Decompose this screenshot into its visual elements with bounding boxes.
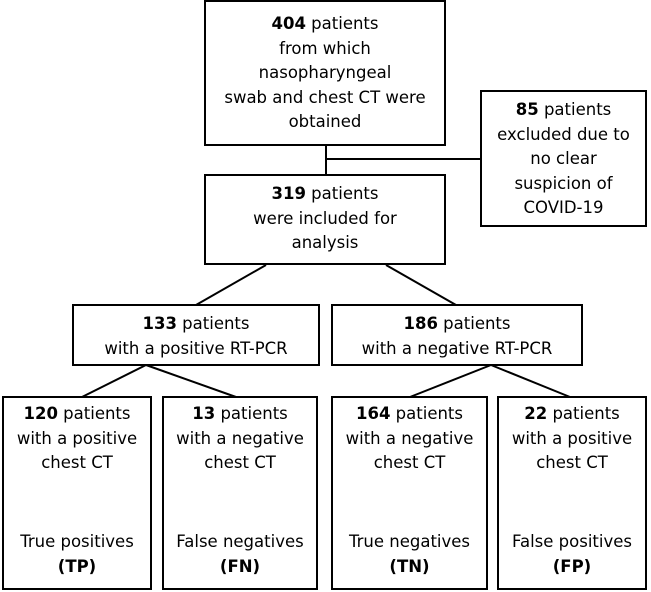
connector-positive-to-fn [145,364,237,398]
box-fn-line-1: 13 patients [192,404,288,423]
outcome-label-tp: True positives [20,532,134,551]
count-22: 22 [524,404,548,423]
box-tn-line-1: 164 patients [355,404,463,423]
count-404: 404 [271,14,306,33]
box-pcr-negative: 186 patients with a negative RT-PCR [331,304,583,366]
count-85: 85 [515,100,539,119]
box-fp-description: 22 patients with a positive chest CT [499,402,645,476]
outcome-label-fp: False positives [512,532,632,551]
box-tn-description: 164 patients with a negative chest CT [333,402,486,476]
outcome-abbr-fp: (FP) [552,556,592,576]
box-obtained: 404 patients from which nasopharyngeal s… [204,0,446,146]
box-obtained-line-3: nasopharyngeal [258,63,392,82]
box-fn-description: 13 patients with a negative chest CT [164,402,316,476]
connector-included-to-negative [385,264,457,306]
box-true-positives: 120 patients with a positive chest CT Tr… [2,396,152,590]
box-tp-line-2: with a positive [16,428,138,448]
connector-positive-to-tp [81,364,147,398]
count-164: 164 [355,404,391,423]
box-true-negatives: 164 patients with a negative chest CT Tr… [331,396,488,590]
box-excluded-line-5: COVID-19 [523,198,604,217]
outcome-abbr-tp: (TP) [57,556,97,576]
box-fp-line-3: chest CT [536,453,608,472]
box-fn-outcome: False negatives (FN) [164,530,316,579]
box-excluded-line-1: 85 patients [515,100,612,119]
box-excluded-line-2: excluded due to [497,124,630,144]
box-tp-line-1: 120 patients [23,404,131,423]
box-false-positives: 22 patients with a positive chest CT Fal… [497,396,647,590]
count-319: 319 [271,184,306,203]
box-pcr-positive-line-2: with a positive RT-PCR [104,338,288,358]
outcome-abbr-fn: (FN) [219,556,261,576]
box-fn-line-3: chest CT [204,453,276,472]
box-tn-line-3: chest CT [373,453,446,472]
box-pcr-positive-line-1: 133 patients [142,314,250,333]
box-excluded: 85 patients excluded due to no clear sus… [480,90,647,227]
box-tp-line-3: chest CT [41,453,113,472]
box-included-line-2: were included for [253,208,397,228]
box-excluded-line-4: suspicion of [514,173,613,193]
box-pcr-negative-line-2: with a negative RT-PCR [361,338,553,358]
count-120: 120 [23,404,58,423]
outcome-label-fn: False negatives [176,532,304,551]
box-obtained-line-1: 404 patients [271,14,379,33]
box-tn-outcome: True negatives (TN) [333,530,486,579]
box-tn-line-2: with a negative [345,428,474,448]
box-obtained-line-2: from which [279,38,371,58]
box-included: 319 patients were included for analysis [204,174,446,265]
box-tp-outcome: True positives (TP) [4,530,150,579]
box-pcr-positive: 133 patients with a positive RT-PCR [72,304,320,366]
box-tp-description: 120 patients with a positive chest CT [4,402,150,476]
outcome-label-tn: True negatives [348,532,471,551]
count-186: 186 [403,314,438,333]
box-included-line-1: 319 patients [271,184,379,203]
outcome-abbr-tn: (TN) [389,556,430,576]
box-false-negatives: 13 patients with a negative chest CT Fal… [162,396,318,590]
connector-negative-to-tn [409,364,492,398]
count-13: 13 [192,404,216,423]
count-133: 133 [142,314,177,333]
connector-negative-to-fp [490,364,571,398]
box-pcr-negative-line-1: 186 patients [403,314,511,333]
box-fp-outcome: False positives (FP) [499,530,645,579]
box-obtained-line-4: swab and chest CT were [224,87,426,107]
box-fn-line-2: with a negative [176,428,304,448]
box-excluded-line-3: no clear [530,149,597,168]
box-included-line-3: analysis [291,233,359,252]
connector-included-to-positive [195,264,267,306]
box-obtained-line-5: obtained [288,112,362,131]
box-fp-line-2: with a positive [511,428,633,448]
box-fp-line-1: 22 patients [524,404,620,423]
